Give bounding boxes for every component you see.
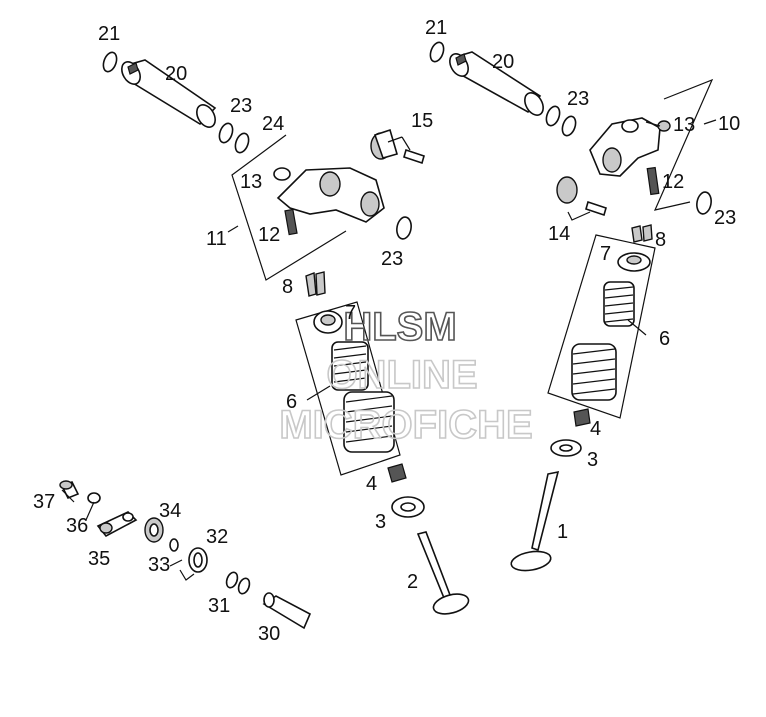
- callout-labels: 21 20 23 24 15 13 11 12 23 8 7 6 4 3 2 2…: [33, 17, 740, 645]
- watermark-line-1: HLSM: [343, 305, 456, 349]
- right-spring-seat-3: [550, 439, 582, 457]
- left-retainer-7: [313, 310, 343, 334]
- label-21-left: 21: [98, 23, 120, 45]
- left-valve-2: [416, 531, 470, 615]
- label-15: 15: [411, 110, 433, 132]
- left-washer-23-lower: [396, 216, 412, 240]
- label-14: 14: [548, 223, 570, 245]
- label-23-left-upper: 23: [230, 95, 252, 117]
- left-collets-8: [305, 271, 326, 297]
- label-36: 36: [66, 515, 88, 537]
- label-34: 34: [159, 500, 181, 522]
- right-washer-23-lower: [696, 191, 712, 215]
- link-plate-35: [96, 511, 138, 538]
- right-rocker-10-frame: [653, 78, 714, 211]
- label-33: 33: [148, 554, 170, 576]
- label-1: 1: [557, 521, 568, 543]
- label-7-right: 7: [600, 243, 611, 265]
- label-23-right-upper: 23: [567, 88, 589, 110]
- label-4-right: 4: [590, 418, 601, 440]
- right-retainer-7: [617, 252, 651, 272]
- watermark-line-2: ONLINE: [326, 353, 477, 397]
- label-3-right: 3: [587, 449, 598, 471]
- left-rocker-shaft-20: [121, 59, 217, 128]
- seal-32: [179, 547, 208, 581]
- right-valve-1: [510, 470, 560, 572]
- label-11: 11: [206, 228, 227, 250]
- label-6-right: 6: [659, 328, 670, 350]
- left-washers-23-24: [218, 122, 250, 154]
- right-seal-4: [573, 408, 591, 427]
- label-4-left: 4: [366, 473, 377, 495]
- left-springs: [331, 341, 395, 453]
- orings-31: [225, 571, 251, 595]
- label-37: 37: [33, 491, 55, 513]
- label-12-right: 12: [662, 171, 684, 193]
- label-23-left-lower: 23: [381, 248, 403, 270]
- bearing-34: [144, 517, 164, 543]
- right-rocker-shaft-20: [449, 51, 544, 116]
- right-roller-14: [556, 176, 607, 221]
- shaft-30: [262, 592, 312, 630]
- label-10: 10: [718, 113, 740, 135]
- label-13-left: 13: [240, 171, 262, 193]
- leader-lines: [61, 119, 717, 567]
- label-8-right: 8: [655, 229, 666, 251]
- right-collets-8: [631, 224, 653, 243]
- left-rocker-arm-11-frame: [231, 134, 347, 281]
- label-8-left: 8: [282, 276, 293, 298]
- right-oring-21: [429, 41, 445, 63]
- left-rocker-arm: [273, 167, 385, 236]
- label-30: 30: [258, 623, 280, 645]
- washer-36: [87, 492, 101, 504]
- label-20-left: 20: [165, 63, 187, 85]
- label-21-right: 21: [425, 17, 447, 39]
- right-washers-23: [545, 105, 577, 137]
- label-23-right-lower: 23: [714, 207, 736, 229]
- right-rocker-arm: [589, 117, 671, 196]
- bolt-37: [59, 480, 80, 500]
- left-valve-group-6-frame: [295, 301, 401, 476]
- left-seal-4: [387, 463, 407, 483]
- label-12-left: 12: [258, 224, 280, 246]
- label-6-left: 6: [286, 391, 297, 413]
- label-20-right: 20: [492, 51, 514, 73]
- watermark-line-3: MICROFICHE: [279, 403, 532, 447]
- label-35: 35: [88, 548, 110, 570]
- right-valve-group-6-frame: [547, 234, 656, 419]
- oring-33: [169, 538, 179, 552]
- left-oring-21: [102, 51, 118, 73]
- label-7-left: 7: [345, 302, 356, 324]
- right-springs: [571, 281, 635, 401]
- label-32: 32: [206, 526, 228, 548]
- label-13-right: 13: [673, 114, 695, 136]
- label-31: 31: [208, 595, 230, 617]
- label-2: 2: [407, 571, 418, 593]
- label-3-left: 3: [375, 511, 386, 533]
- left-spring-seat-3: [391, 496, 425, 518]
- label-24: 24: [262, 113, 284, 135]
- left-roller-15: [370, 128, 425, 165]
